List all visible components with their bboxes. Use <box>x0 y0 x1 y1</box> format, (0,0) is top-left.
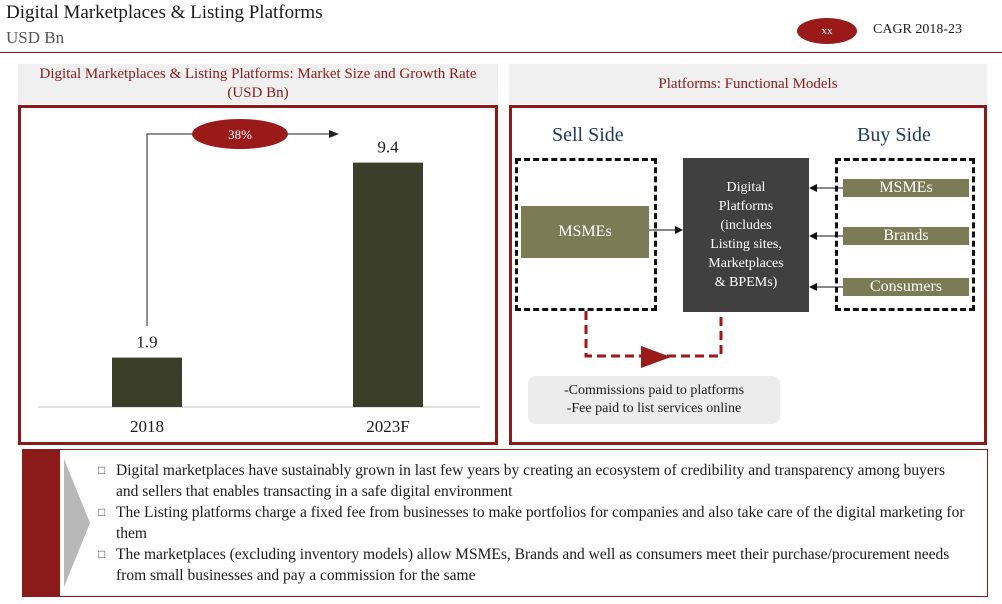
buy-side-title: Buy Side <box>857 124 931 146</box>
square-bullet-icon: □ <box>98 547 106 561</box>
payment-flow-line <box>584 311 723 358</box>
x-tick-label-2018: 2018 <box>130 417 164 436</box>
fees-note-box: -Commissions paid to platforms -Fee paid… <box>528 376 780 424</box>
buy-side-brands-box: Brands <box>843 227 969 245</box>
summary-chevron <box>64 459 90 587</box>
sell-side-title: Sell Side <box>552 124 624 146</box>
chart-panel-header: Digital Marketplaces & Listing Platforms… <box>18 64 498 104</box>
summary-point: □ Digital marketplaces have sustainably … <box>98 460 968 502</box>
summary-point-text: The Listing platforms charge a fixed fee… <box>116 504 965 542</box>
summary-point: □ The Listing platforms charge a fixed f… <box>98 502 968 544</box>
summary-accent-strip <box>22 449 60 597</box>
sell-side-msmes-box: MSMEs <box>521 206 649 258</box>
bars-layer: 1.9 2018 9.4 2023F <box>112 138 423 436</box>
payment-flow-arrowhead <box>641 346 671 368</box>
square-bullet-icon: □ <box>98 505 106 519</box>
cagr-legend-label: CAGR 2018-23 <box>873 22 963 37</box>
chart-panel-title: Digital Marketplaces & Listing Platforms… <box>39 66 477 101</box>
buy-side-consumers-box: Consumers <box>843 278 969 296</box>
diagram-panel-header: Platforms: Functional Models <box>509 64 987 104</box>
buy-side-msmes-box: MSMEs <box>843 179 969 197</box>
platform-line: Digital <box>726 180 766 195</box>
platform-line: (includes <box>720 218 772 233</box>
data-label-2018: 1.9 <box>136 333 157 352</box>
header-divider <box>0 52 1002 53</box>
summary-point-text: Digital marketplaces have sustainably gr… <box>116 462 945 500</box>
data-label-2023F: 9.4 <box>377 138 399 157</box>
digital-platforms-label: Digital Platforms (includes Listing site… <box>687 178 805 292</box>
page-title: Digital Marketplaces & Listing Platforms <box>6 2 323 23</box>
summary-point: □ The marketplaces (excluding inventory … <box>98 544 968 586</box>
cagr-ellipse <box>192 119 288 149</box>
diagram-panel-title: Platforms: Functional Models <box>658 75 838 92</box>
buy-side-group <box>835 158 975 311</box>
square-bullet-icon: □ <box>98 463 106 477</box>
bar-2018 <box>112 357 182 407</box>
bar-2023F <box>353 162 423 407</box>
platform-line: Platforms <box>718 199 774 214</box>
summary-point-text: The marketplaces (excluding inventory mo… <box>116 546 950 584</box>
summary-list: □ Digital marketplaces have sustainably … <box>98 460 968 586</box>
fee-line: -Fee paid to list services online <box>566 401 742 416</box>
platform-line: Marketplaces <box>708 256 784 271</box>
page-subtitle: USD Bn <box>6 28 65 47</box>
fee-line: -Commissions paid to platforms <box>563 383 745 398</box>
sell-side-group <box>515 158 657 311</box>
digital-platforms-box: Digital Platforms (includes Listing site… <box>683 158 809 312</box>
x-tick-label-2023F: 2023F <box>366 417 409 436</box>
bar-chart: 38% 1.9 2018 9.4 2023F <box>38 119 480 436</box>
cagr-legend-pill: xx <box>797 18 857 44</box>
cagr-label: 38% <box>228 127 252 142</box>
platform-line: & BPEMs) <box>714 275 778 290</box>
platform-line: Listing sites, <box>710 237 782 252</box>
